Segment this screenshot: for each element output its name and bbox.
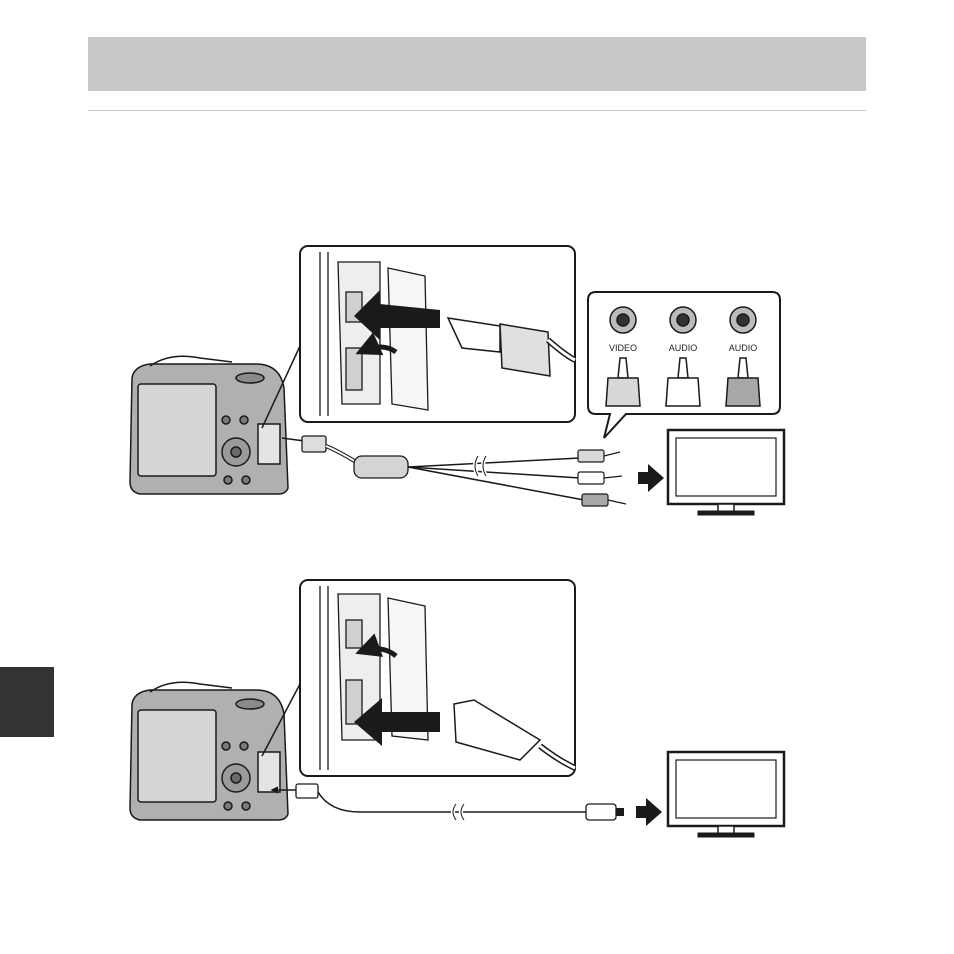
hdmi-cable	[272, 784, 624, 820]
av-cable	[282, 436, 626, 506]
jack-label-video: VIDEO	[609, 343, 637, 353]
camera-illustration	[130, 356, 288, 494]
to-tv-arrow-hdmi	[636, 798, 662, 826]
jack-label-audio-right: AUDIO	[729, 343, 758, 353]
to-tv-arrow	[638, 464, 664, 492]
hdmi-cable-diagram	[130, 580, 784, 837]
av-cable-diagram: VIDEO AUDIO AUDIO	[130, 246, 784, 515]
tv-icon-hdmi	[668, 752, 784, 837]
av-jack-callout: VIDEO AUDIO AUDIO	[588, 292, 780, 438]
jack-label-audio-left: AUDIO	[669, 343, 698, 353]
tv-icon	[668, 430, 784, 515]
